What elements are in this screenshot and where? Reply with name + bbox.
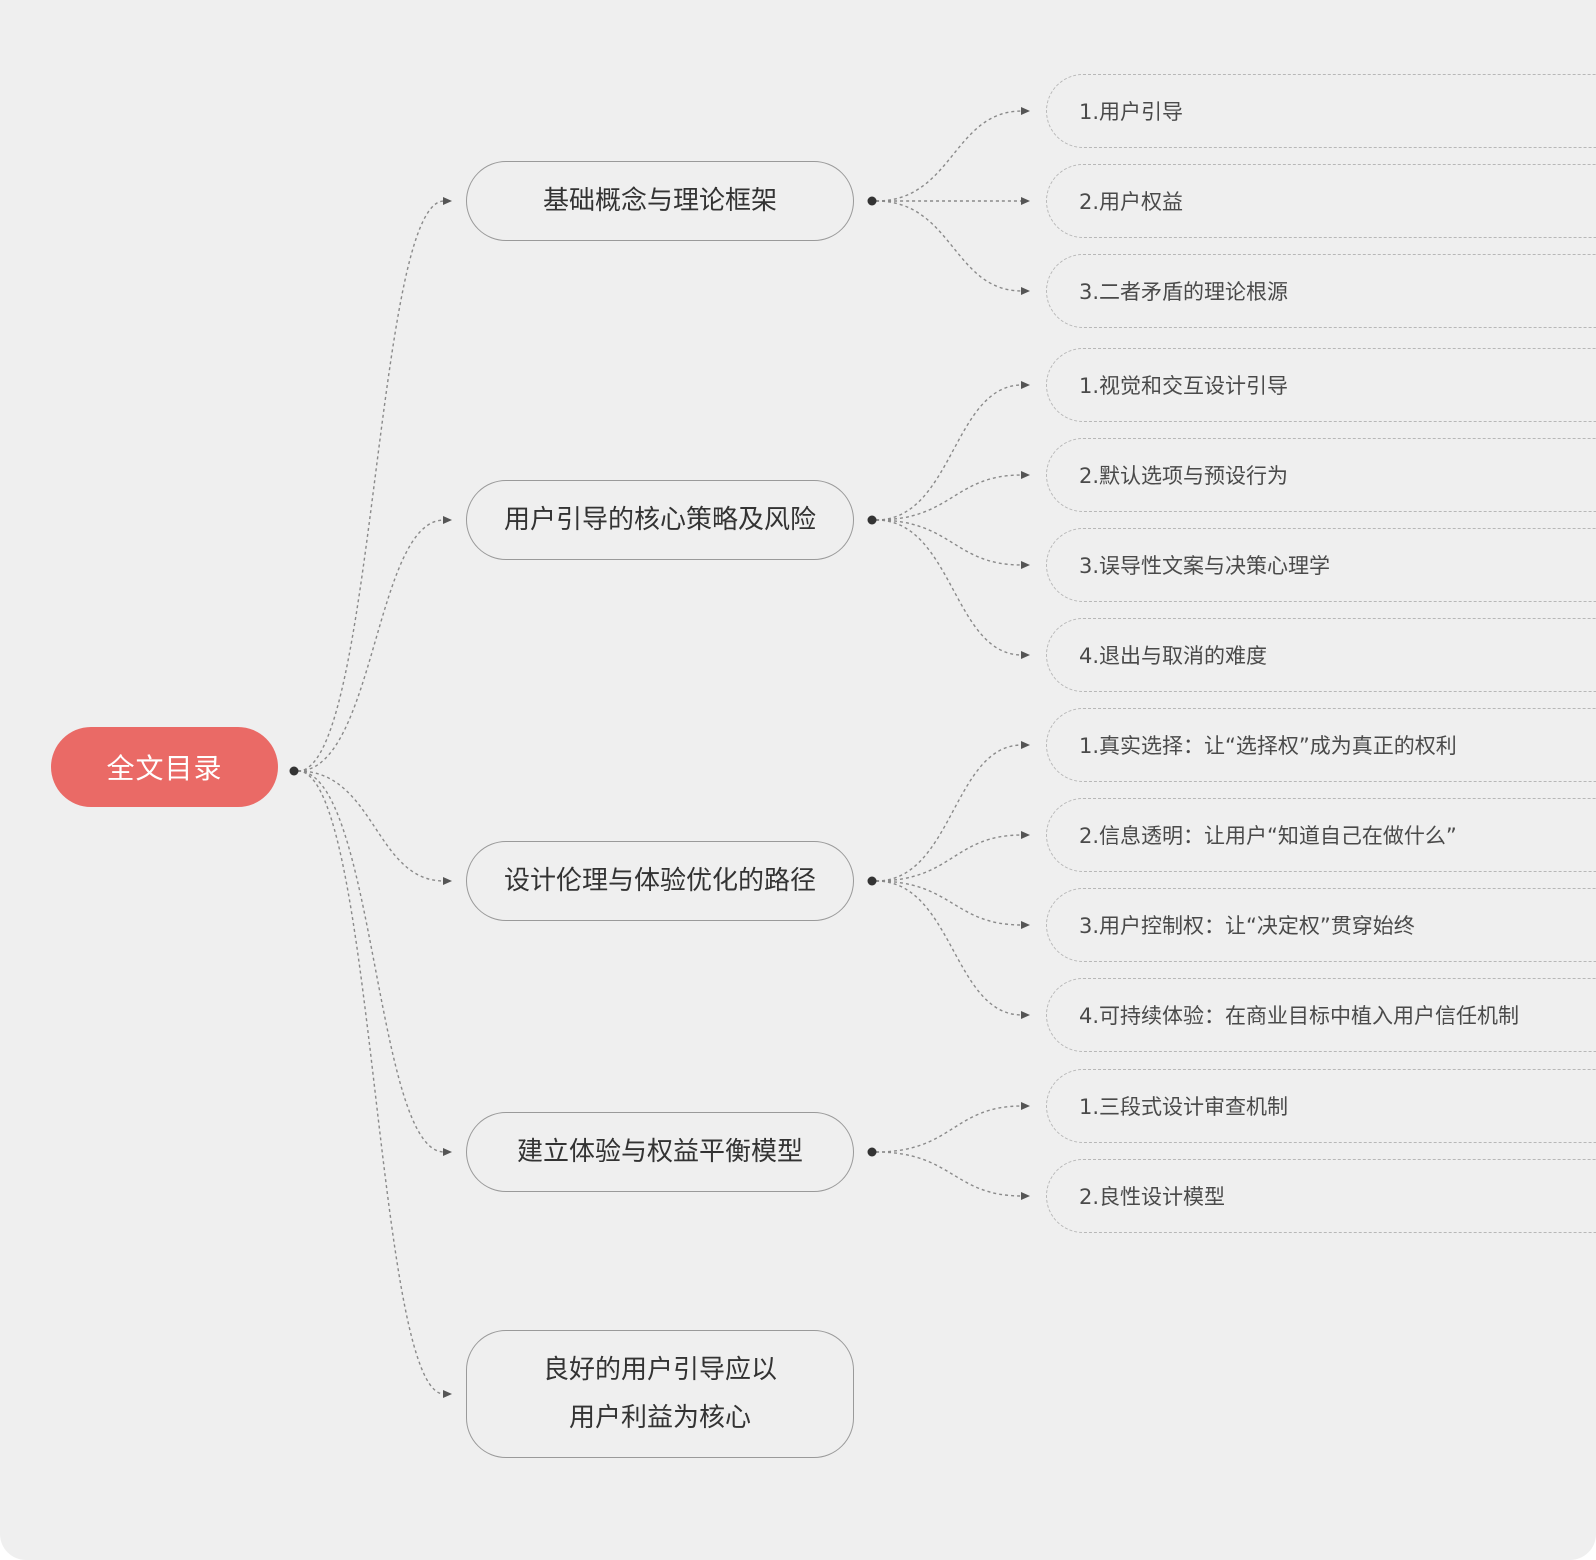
section-node-5-line-2: 用户利益为核心: [568, 1403, 751, 1433]
subtopic-1-2[interactable]: 2.用户权益: [1046, 164, 1596, 238]
connector-section-4-item-2: [875, 1151, 1023, 1197]
connector-section-3-item-4: [875, 880, 1023, 1016]
connector-section-2-item-3: [875, 519, 1023, 566]
subtopic-3-2[interactable]: 2.信息透明：让用户“知道自己在做什么”: [1046, 798, 1596, 872]
section-node-2[interactable]: 用户引导的核心策略及风险: [466, 480, 854, 560]
subtopic-3-3[interactable]: 3.用户控制权：让“决定权”贯穿始终: [1046, 888, 1596, 962]
section-4-connector-dot: [867, 1147, 877, 1157]
connector-section-2-item-2: [875, 474, 1023, 521]
connector-section-1-item-3: [875, 200, 1023, 292]
connector-root-section-1: [297, 200, 445, 772]
connector-root-section-4: [297, 770, 445, 1153]
connector-section-1-item-1: [875, 110, 1023, 202]
connector-section-3-item-1: [875, 744, 1023, 882]
section-node-1[interactable]: 基础概念与理论框架: [466, 161, 854, 241]
connector-root-section-3: [297, 770, 445, 882]
connector-section-1-item-1-arrowhead: [1021, 107, 1030, 115]
subtopic-2-1[interactable]: 1.视觉和交互设计引导: [1046, 348, 1596, 422]
section-node-5[interactable]: 良好的用户引导应以 用户利益为核心: [466, 1330, 854, 1458]
section-node-4[interactable]: 建立体验与权益平衡模型: [466, 1112, 854, 1192]
connector-root-section-5: [297, 770, 445, 1395]
subtopic-3-1[interactable]: 1.真实选择：让“选择权”成为真正的权利: [1046, 708, 1596, 782]
connector-root-section-5-arrowhead: [443, 1390, 452, 1398]
connector-section-1-item-2-arrowhead: [1021, 197, 1030, 205]
subtopic-4-1[interactable]: 1.三段式设计审查机制: [1046, 1069, 1596, 1143]
section-3-connector-dot: [867, 876, 877, 886]
connector-section-4-item-2-arrowhead: [1021, 1192, 1030, 1200]
section-1-connector-dot: [867, 196, 877, 206]
connector-section-2-item-3-arrowhead: [1021, 561, 1030, 569]
connector-section-4-item-1-arrowhead: [1021, 1102, 1030, 1110]
subtopic-1-1[interactable]: 1.用户引导: [1046, 74, 1596, 148]
root-node[interactable]: 全文目录: [51, 727, 278, 807]
connector-section-2-item-4-arrowhead: [1021, 651, 1030, 659]
connector-section-2-item-4: [875, 519, 1023, 656]
connector-section-3-item-2-arrowhead: [1021, 831, 1030, 839]
connector-section-3-item-3-arrowhead: [1021, 921, 1030, 929]
connector-section-3-item-3: [875, 880, 1023, 926]
subtopic-1-3[interactable]: 3.二者矛盾的理论根源: [1046, 254, 1596, 328]
root-connector-dot: [289, 766, 299, 776]
connector-section-2-item-1-arrowhead: [1021, 381, 1030, 389]
connector-section-2-item-1: [875, 384, 1023, 521]
connector-section-4-item-1: [875, 1105, 1023, 1153]
section-2-connector-dot: [867, 515, 877, 525]
connector-root-section-2: [297, 519, 445, 772]
connector-root-section-1-arrowhead: [443, 197, 452, 205]
subtopic-2-4[interactable]: 4.退出与取消的难度: [1046, 618, 1596, 692]
subtopic-4-2[interactable]: 2.良性设计模型: [1046, 1159, 1596, 1233]
connector-section-3-item-2: [875, 834, 1023, 882]
connector-section-2-item-2-arrowhead: [1021, 471, 1030, 479]
connector-section-1-item-3-arrowhead: [1021, 287, 1030, 295]
connector-root-section-3-arrowhead: [443, 877, 452, 885]
subtopic-2-3[interactable]: 3.误导性文案与决策心理学: [1046, 528, 1596, 602]
connector-section-3-item-4-arrowhead: [1021, 1011, 1030, 1019]
section-node-3[interactable]: 设计伦理与体验优化的路径: [466, 841, 854, 921]
subtopic-3-4[interactable]: 4.可持续体验：在商业目标中植入用户信任机制: [1046, 978, 1596, 1052]
connector-root-section-2-arrowhead: [443, 516, 452, 524]
section-node-5-line-1: 良好的用户引导应以: [542, 1355, 777, 1385]
connector-root-section-4-arrowhead: [443, 1148, 452, 1156]
connector-section-3-item-1-arrowhead: [1021, 741, 1030, 749]
subtopic-2-2[interactable]: 2.默认选项与预设行为: [1046, 438, 1596, 512]
